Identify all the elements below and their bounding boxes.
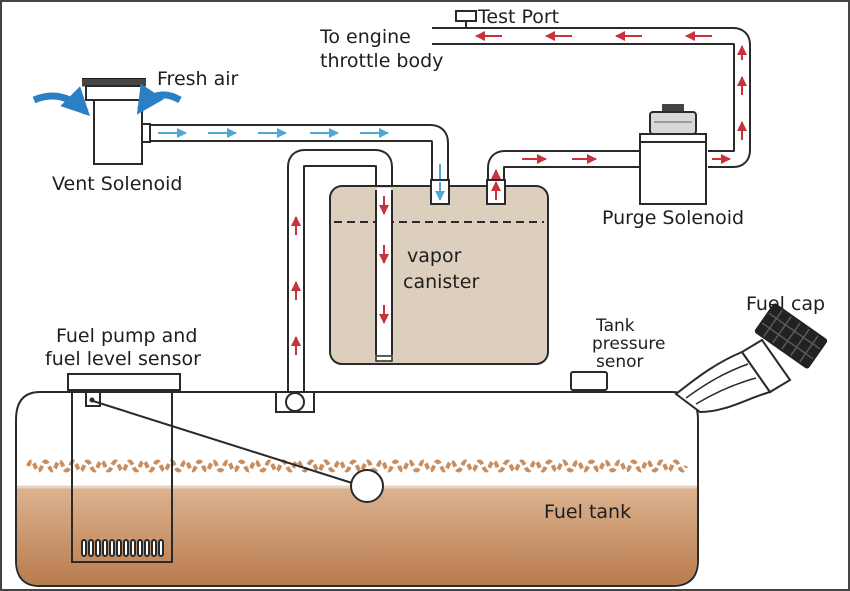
vapor-canister-label-line2: canister xyxy=(403,271,479,293)
to-engine-label-line2: throttle body xyxy=(320,50,443,72)
fuel-cap-icon xyxy=(754,303,828,369)
fuel-pump-label-line2: fuel level sensor xyxy=(45,348,201,370)
test-port-label: Test Port xyxy=(477,6,559,28)
fuel-pump-module xyxy=(67,373,384,563)
fresh-air-label: Fresh air xyxy=(157,68,239,90)
purge-line-upper xyxy=(432,10,751,168)
filler-neck xyxy=(674,338,792,414)
vapor-canister xyxy=(329,179,549,365)
test-port xyxy=(455,10,477,22)
to-engine-label-line1: To engine xyxy=(319,26,411,48)
fuel-pump-strainer xyxy=(81,539,164,557)
vent-solenoid xyxy=(82,78,151,165)
vent-solenoid-label: Vent Solenoid xyxy=(52,173,182,195)
fuel-pump-label-line1: Fuel pump and xyxy=(56,325,197,347)
vent-line xyxy=(148,124,449,198)
canister-tank-tube xyxy=(275,149,393,413)
fuel-liquid xyxy=(17,487,697,585)
tank-pressure-label-line2: pressure xyxy=(592,334,665,354)
purge-solenoid xyxy=(639,104,707,205)
fuel-cap-label: Fuel cap xyxy=(746,293,825,315)
fuel-vapor-wave xyxy=(26,459,688,473)
float-arm xyxy=(92,400,353,484)
tank-pressure-label-line3: senor xyxy=(596,352,643,372)
fresh-air-arrow-left xyxy=(32,86,90,116)
vapor-canister-label-line1: vapor xyxy=(407,245,462,267)
fuel-tank-label: Fuel tank xyxy=(544,501,631,523)
tank-pressure-sensor xyxy=(570,371,608,391)
purge-solenoid-label: Purge Solenoid xyxy=(602,207,744,229)
fresh-air-arrow-right xyxy=(136,83,182,115)
tank-pressure-label-line1: Tank xyxy=(595,316,635,336)
fuel-level-float xyxy=(350,469,384,503)
